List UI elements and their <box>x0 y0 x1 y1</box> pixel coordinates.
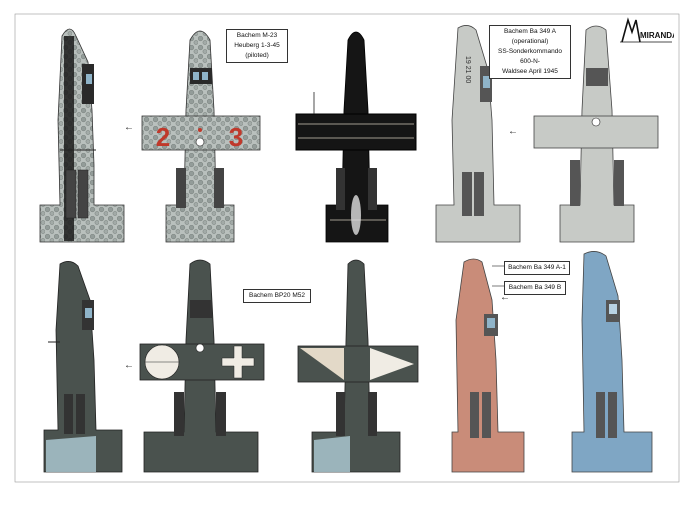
ba349b-side-view <box>571 251 653 473</box>
m23-bottom-view <box>295 31 417 243</box>
bp20-top-view <box>139 259 265 473</box>
arrow-left-3: ← <box>124 360 134 371</box>
m23-top-view <box>141 30 261 243</box>
ba349a-top-view <box>533 25 659 243</box>
arrow-left-2: ← <box>508 126 518 137</box>
logo-text: MIRANDA <box>640 31 674 40</box>
ba349a1-side-view <box>451 258 525 473</box>
m23-side-view <box>39 28 125 243</box>
miranda-logo: MIRANDA <box>618 16 678 46</box>
label-ba349a1: Bachem Ba 349 A-1 <box>504 261 570 275</box>
bp20-side-view <box>43 261 123 473</box>
bp20-bottom-view <box>297 259 419 473</box>
label-ba349a: Bachem Ba 349 A (operational) SS-Sonderk… <box>489 25 571 79</box>
numeral-right: 3 <box>229 122 243 152</box>
label-m23: Bachem M-23 Heuberg 1-3-45 (piloted) <box>226 29 288 63</box>
label-ba349b: Bachem Ba 349 B <box>504 281 566 295</box>
numeral-left: 2 <box>156 122 170 152</box>
label-bp20: Bachem BP20 M52 <box>243 289 311 303</box>
sheet-frame <box>14 13 680 483</box>
arrow-left-4: ← <box>500 292 510 303</box>
fuselage-code: 19 21 00 <box>464 56 471 83</box>
arrow-left-1: ← <box>124 122 134 133</box>
